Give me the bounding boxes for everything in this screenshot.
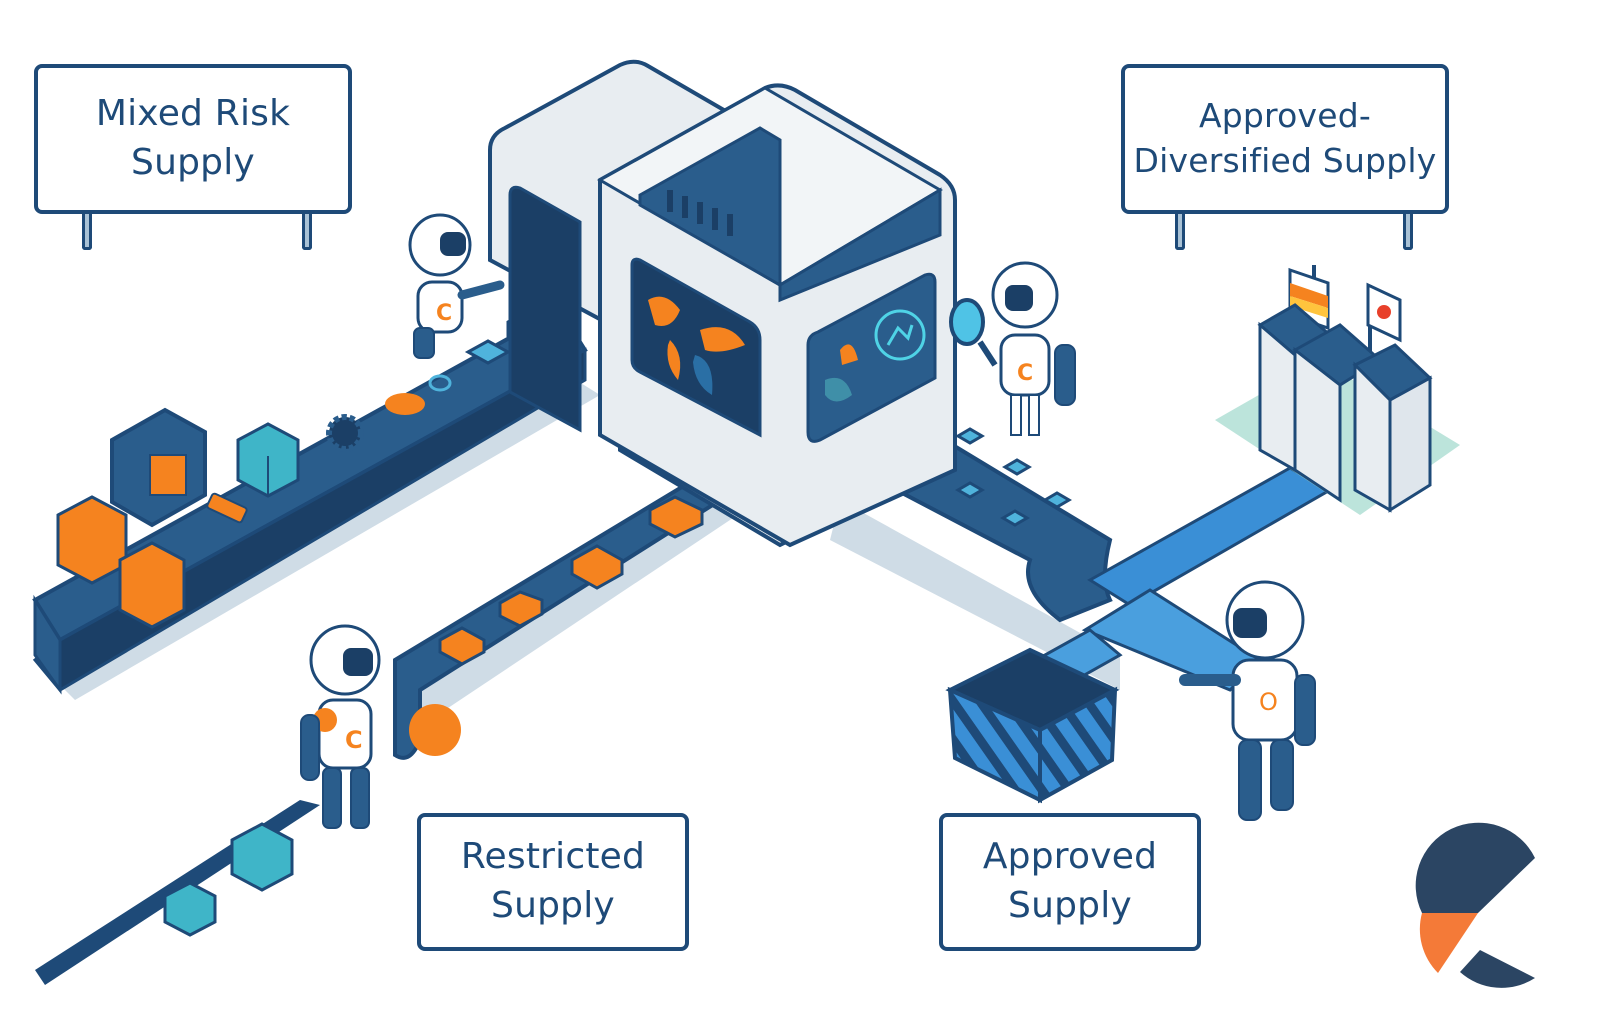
ring-part <box>428 374 452 392</box>
approved-supply-sign: Approved Supply <box>939 813 1201 951</box>
robot-chest-letter: C <box>345 726 363 754</box>
teal-box <box>236 422 300 498</box>
mixed-risk-supply-sign: Mixed Risk Supply <box>34 64 352 214</box>
restricted-teal-boxes <box>163 822 294 937</box>
approved-diversified-supply-sign: Approved- Diversified Supply <box>1121 64 1449 214</box>
magnifier-icon <box>949 298 998 367</box>
sign-line: Supply <box>1008 885 1132 926</box>
blue-tile <box>464 339 512 365</box>
robot-chest-letter: C <box>1017 361 1033 386</box>
orange-crate <box>118 541 186 629</box>
robot-loader: C <box>408 213 505 359</box>
sign-line: Approved- <box>1198 96 1371 136</box>
dark-device-box <box>110 407 207 528</box>
screening-machine <box>488 59 957 548</box>
sign-post <box>302 214 312 250</box>
japan-flag <box>1366 282 1402 355</box>
orange-crate <box>56 495 128 585</box>
vent-slots <box>667 190 733 236</box>
restricted-items <box>409 495 704 756</box>
diversified-factories <box>1215 265 1460 515</box>
factory-building <box>1352 343 1433 513</box>
robot-inspector: C <box>949 261 1076 436</box>
sign-line: Approved <box>982 836 1158 878</box>
robot-chest-letter: C <box>436 301 452 326</box>
brand-logo <box>1415 822 1535 988</box>
sign-line: Mixed Risk <box>95 93 291 135</box>
gear-part <box>326 414 364 452</box>
mixed-items <box>56 308 554 629</box>
rejected-orange-gear <box>409 704 461 756</box>
sign-line: Supply <box>131 142 255 183</box>
robot-rejector: C <box>300 624 381 829</box>
robot-approver: O <box>1179 580 1316 821</box>
orange-bar <box>206 492 248 524</box>
sign-post <box>1175 214 1185 250</box>
sign-line: Diversified Supply <box>1133 141 1437 180</box>
robot-chest-letter: O <box>1259 688 1278 716</box>
sign-post <box>1403 214 1413 250</box>
orange-blob <box>385 393 425 415</box>
approved-striped-bin <box>945 647 1120 804</box>
sign-line: Supply <box>491 885 615 926</box>
verified-badge-icon <box>874 309 926 361</box>
sign-line: Restricted <box>460 836 646 878</box>
restricted-supply-sign: Restricted Supply <box>417 813 689 951</box>
sign-post <box>82 214 92 250</box>
